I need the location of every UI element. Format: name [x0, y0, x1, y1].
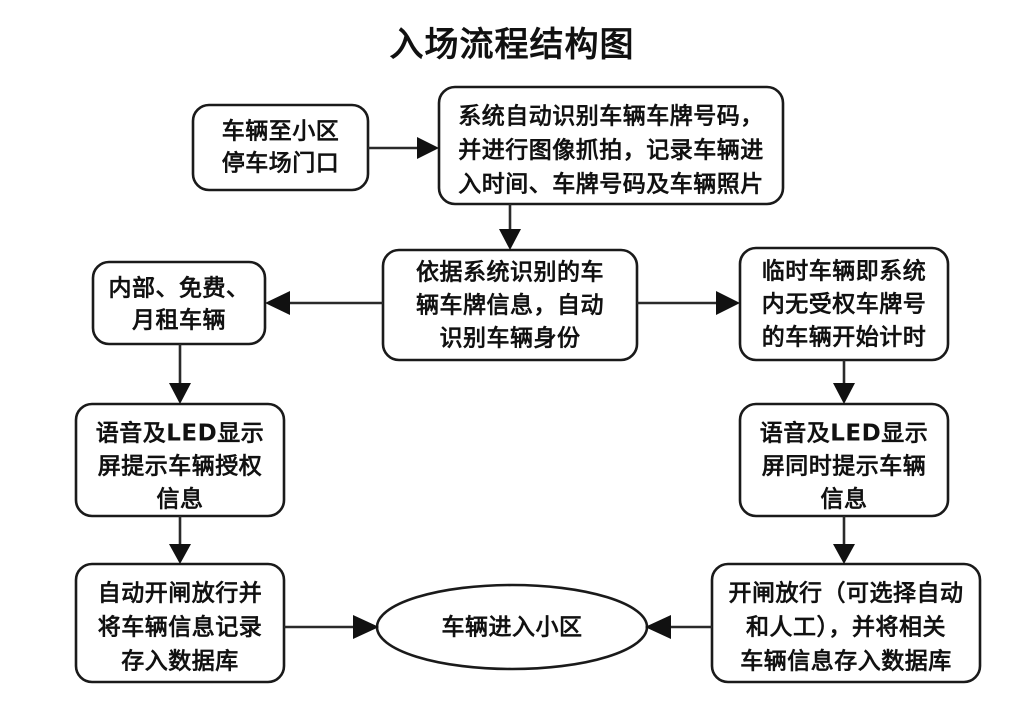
edge-manual-gate-to-enter-arrowhead	[645, 615, 671, 639]
node-temporary[interactable]: 临时车辆即系统 内无受权车牌号 的车辆开始计时	[738, 246, 950, 362]
node-auto-gate-line-2: 存入数据库	[121, 648, 239, 675]
edge-start-to-recognize-arrowhead	[417, 137, 439, 159]
node-start-line-0: 车辆至小区	[222, 118, 340, 145]
edge-recognize-to-identify	[499, 204, 521, 250]
edge-recognize-to-identify-arrowhead	[499, 229, 521, 250]
node-identify[interactable]: 依据系统识别的车 辆车牌信息，自动 识别车辆身份	[381, 248, 639, 362]
node-auto-gate-line-0: 自动开闸放行并	[98, 580, 263, 607]
node-led-left-line-2: 信息	[157, 486, 204, 513]
edge-temporary-to-led-right-arrowhead	[833, 383, 855, 404]
page-title: 入场流程结构图	[390, 25, 635, 65]
edge-led-right-to-manual-gate-arrowhead	[833, 544, 855, 564]
node-led-left-line-1: 屏提示车辆授权	[98, 453, 263, 480]
node-manual-gate-line-2: 车辆信息存入数据库	[740, 648, 952, 675]
node-led-left-line-0: 语音及LED显示	[96, 420, 264, 447]
edge-identify-to-authorized-arrowhead	[265, 291, 290, 315]
node-recognize-line-1: 并进行图像抓拍，记录车辆进	[458, 137, 764, 164]
edge-identify-to-temporary	[637, 291, 740, 315]
node-led-right[interactable]: 语音及LED显示 屏同时提示车辆 信息	[738, 402, 950, 518]
edge-led-right-to-manual-gate	[833, 516, 855, 564]
edge-authorized-to-led-left-arrowhead	[169, 383, 191, 404]
edge-led-left-to-auto-gate	[169, 516, 191, 564]
node-manual-gate-line-0: 开闸放行（可选择自动	[729, 580, 964, 607]
node-temporary-line-2: 的车辆开始计时	[762, 324, 927, 351]
node-enter-line-0: 车辆进入小区	[442, 614, 583, 641]
node-led-right-line-0: 语音及LED显示	[760, 420, 928, 447]
node-identify-line-2: 识别车辆身份	[440, 325, 582, 352]
node-identify-line-0: 依据系统识别的车	[416, 259, 604, 286]
edge-led-left-to-auto-gate-arrowhead	[169, 544, 191, 564]
node-recognize-line-2: 入时间、车牌号码及车辆照片	[458, 171, 764, 198]
node-enter[interactable]: 车辆进入小区	[375, 583, 649, 671]
edge-auto-gate-to-enter-arrowhead	[353, 615, 379, 639]
node-auto-gate[interactable]: 自动开闸放行并 将车辆信息记录 存入数据库	[74, 562, 286, 684]
edge-auto-gate-to-enter	[284, 615, 379, 639]
node-authorized[interactable]: 内部、免费、 月租车辆	[91, 260, 267, 346]
node-manual-gate-line-1: 和人工），并将相关	[746, 614, 946, 641]
node-manual-gate[interactable]: 开闸放行（可选择自动 和人工），并将相关 车辆信息存入数据库	[710, 562, 982, 684]
edge-start-to-recognize	[368, 137, 439, 159]
node-authorized-line-0: 内部、免费、	[109, 275, 250, 302]
node-authorized-line-1: 月租车辆	[131, 307, 226, 334]
node-led-right-line-1: 屏同时提示车辆	[762, 453, 927, 480]
node-led-left[interactable]: 语音及LED显示 屏提示车辆授权 信息	[74, 402, 286, 518]
node-start[interactable]: 车辆至小区 停车场门口	[191, 103, 370, 192]
node-start-line-1: 停车场门口	[222, 150, 340, 177]
edge-identify-to-authorized	[265, 291, 383, 315]
node-identify-line-1: 辆车牌信息，自动	[416, 292, 604, 319]
node-temporary-line-0: 临时车辆即系统	[762, 258, 927, 285]
node-led-right-line-2: 信息	[821, 486, 868, 513]
edge-authorized-to-led-left	[169, 344, 191, 404]
node-recognize-shape[interactable]	[437, 85, 785, 206]
node-recognize[interactable]: 系统自动识别车辆车牌号码， 并进行图像抓拍，记录车辆进 入时间、车牌号码及车辆照…	[437, 85, 785, 206]
node-recognize-line-0: 系统自动识别车辆车牌号码，	[458, 103, 764, 130]
edge-manual-gate-to-enter	[645, 615, 712, 639]
node-auto-gate-line-1: 将车辆信息记录	[98, 614, 263, 641]
edge-identify-to-temporary-arrowhead	[716, 291, 740, 315]
edge-temporary-to-led-right	[833, 360, 855, 404]
node-manual-gate-shape[interactable]	[710, 562, 982, 684]
node-temporary-line-1: 内无受权车牌号	[762, 291, 927, 318]
